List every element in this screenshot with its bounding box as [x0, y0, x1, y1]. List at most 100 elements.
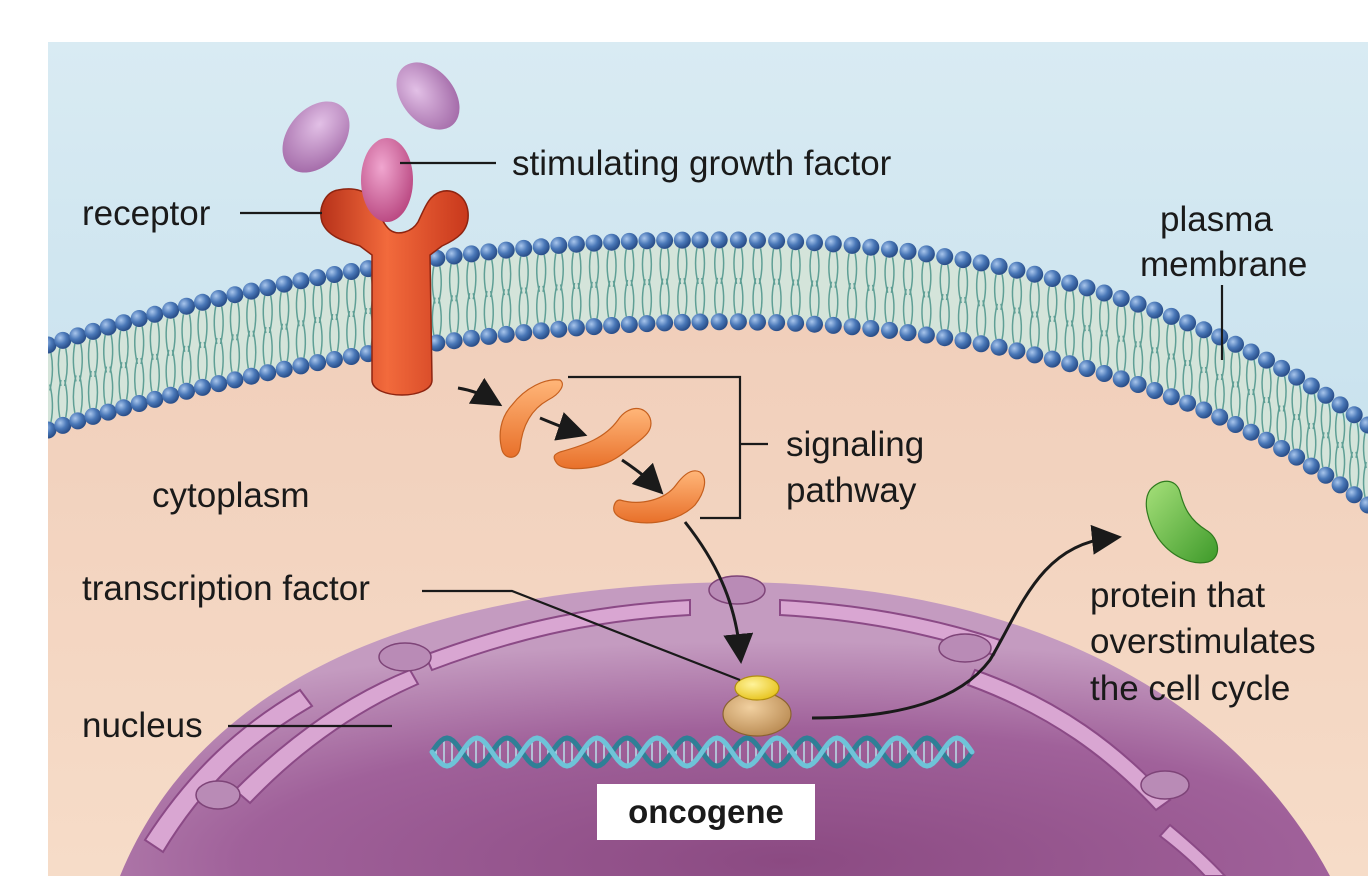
nuclear-pores [195, 575, 1190, 810]
phospholipid-head [972, 254, 990, 272]
phospholipid-tail [777, 278, 782, 315]
phospholipid-tail [181, 345, 186, 384]
phospholipid-head [462, 245, 480, 263]
phospholipid-head [917, 245, 935, 263]
phospholipid-head [806, 234, 823, 252]
phospholipid-tail [1276, 405, 1281, 441]
label-stimulating-growth-factor: stimulating growth factor [512, 144, 892, 183]
phospholipid-head [115, 314, 133, 332]
phospholipid-tail [1188, 359, 1193, 396]
phospholipid-tail [1099, 330, 1104, 366]
phospholipid-tail [49, 384, 54, 423]
phospholipid-tail [1282, 405, 1287, 441]
phospholipid-head [1129, 376, 1147, 393]
label-plasma-membrane-line2: membrane [1140, 245, 1307, 284]
phospholipid-tail [752, 278, 757, 315]
label-protein-line1: protein that [1090, 576, 1265, 615]
phospholipid-tail [683, 278, 688, 315]
phospholipid-tail [809, 280, 814, 317]
phospholipid-tail [796, 279, 801, 316]
phospholipid-tail [1245, 388, 1251, 425]
phospholipid-tail [57, 379, 62, 418]
phospholipid-head [1146, 382, 1164, 399]
phospholipid-tail [268, 326, 273, 365]
phospholipid-tail [1149, 347, 1154, 383]
phospholipid-head [990, 338, 1008, 356]
phospholipid-head [1195, 401, 1213, 419]
phospholipid-head [585, 234, 603, 252]
phospholipid-tail [853, 282, 858, 319]
phospholipid-head [515, 324, 533, 342]
phospholipid-head [567, 235, 585, 253]
phospholipid-tail [187, 345, 192, 384]
phospholipid-tail [909, 288, 914, 325]
phospholipid-tail [1017, 307, 1023, 344]
phospholipid-tail [1070, 320, 1075, 356]
phospholipid-tail [109, 366, 114, 405]
phospholipid-head [480, 243, 498, 261]
phospholipid-tail [72, 375, 77, 414]
phospholipid-head [242, 282, 260, 300]
label-signaling-pathway-line1: signaling [786, 425, 924, 464]
phospholipid-head [1359, 496, 1368, 514]
phospholipid-head [1061, 274, 1079, 292]
label-cytoplasm: cytoplasm [152, 476, 310, 515]
phospholipid-head [428, 249, 446, 267]
phospholipid-head [515, 239, 533, 257]
phospholipid-tail [945, 293, 950, 330]
phospholipid-tail [312, 316, 317, 355]
phospholipid-tail [329, 313, 334, 352]
phospholipid-tail [1198, 366, 1203, 403]
phospholipid-tail [641, 279, 646, 316]
phospholipid-head [881, 321, 898, 339]
phospholipid-head [194, 378, 211, 396]
phospholipid-head [936, 329, 954, 347]
phospholipid-head [226, 286, 244, 304]
phospholipid-tail [213, 337, 218, 376]
phospholipid-head [1008, 342, 1026, 360]
phospholipid-tail [262, 326, 267, 365]
phospholipid-head [862, 320, 880, 337]
phospholipid-head [936, 248, 954, 266]
phospholipid-head [130, 395, 148, 412]
transcription-factor [734, 675, 780, 701]
phospholipid-tail [964, 296, 969, 333]
phospholipid-tail [790, 279, 795, 316]
phospholipid-tail [149, 353, 154, 392]
phospholipid-tail [1047, 315, 1052, 352]
phospholipid-tail [197, 341, 202, 380]
phospholipid-head [1288, 448, 1306, 466]
phospholipid-head [1026, 346, 1044, 364]
phospholipid-head [1026, 265, 1044, 283]
phospholipid-head [162, 301, 180, 319]
phospholipid-head [862, 238, 880, 256]
phospholipid-head [567, 319, 585, 337]
phospholipid-tail [518, 287, 523, 325]
phospholipid-tail [577, 282, 582, 321]
phospholipid-head [1317, 466, 1335, 484]
phospholipid-head [638, 232, 656, 250]
phospholipid-tail [118, 362, 123, 400]
phospholipid-tail [815, 280, 820, 317]
phospholipid-tail [1172, 353, 1177, 389]
phospholipid-head [824, 235, 842, 253]
phospholipid-tail [630, 279, 635, 317]
phospholipid-head [1227, 335, 1244, 353]
phospholipid-tail [588, 281, 593, 319]
leader-lines [228, 161, 1224, 728]
phospholipid-tail [982, 300, 987, 336]
phospholipid-tail [536, 285, 541, 324]
phospholipid-head [787, 314, 805, 332]
label-protein-line3: the cell cycle [1090, 669, 1290, 708]
phospholipid-head [1008, 261, 1026, 279]
phospholipid-head [710, 313, 728, 331]
pathway-arrows [457, 377, 1122, 720]
phospholipid-tail [771, 278, 776, 315]
phospholipid-head [1078, 360, 1096, 377]
phospholipid-head [292, 357, 310, 375]
phospholipid-tail [595, 281, 600, 319]
phospholipid-tail [155, 353, 160, 392]
phospholipid-tail [1306, 422, 1311, 459]
phospholipid-head [292, 272, 310, 290]
